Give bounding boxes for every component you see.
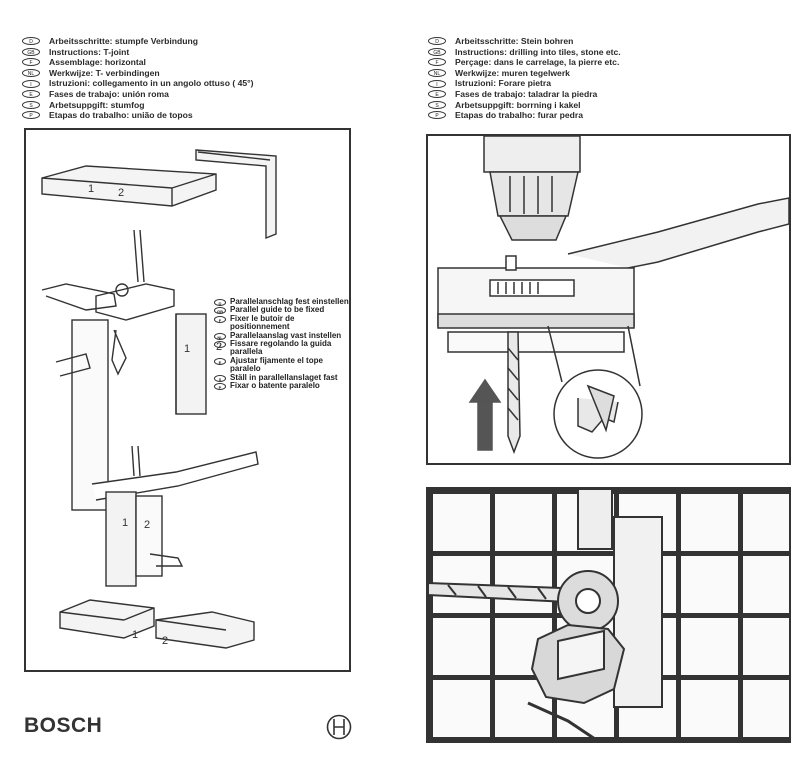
language-code-badge: NL: [214, 332, 226, 340]
brand-wordmark: BOSCH: [24, 714, 103, 737]
instruction-row: P Fixar o batente paralelo: [214, 381, 354, 391]
instruction-text: Instructions: T-joint: [49, 46, 130, 57]
language-code-badge: GB: [428, 47, 446, 56]
instruction-row: I Istruzioni: Forare pietra: [428, 78, 621, 89]
bottom-board-label-1: 1: [132, 629, 138, 641]
instruction-text: Werkwijze: T- verbindingen: [49, 67, 160, 78]
instruction-text: Parallel guide to be fixed: [230, 305, 325, 315]
language-code-badge: P: [214, 383, 226, 391]
language-code-badge: F: [428, 58, 446, 67]
bottom-board-label-2: 2: [162, 635, 168, 647]
language-code-badge: D: [428, 37, 446, 46]
instruction-text: Arbeitsschritte: stumpfe Verbindung: [49, 36, 198, 46]
instruction-text: Arbeitsschritte: Stein bohren: [455, 36, 574, 46]
tile-drilling-illustration: [428, 489, 789, 741]
instruction-text: Fissare regolando la guida parallela: [230, 339, 332, 357]
instruction-row: I Istruzioni: collegamento in un angolo o…: [22, 78, 253, 89]
language-code-badge: GB: [214, 307, 226, 315]
instruction-row: GB Parallel guide to be fixed: [214, 305, 354, 315]
drill-illustration: [437, 136, 789, 459]
instruction-text: Etapas do trabalho: furar pedra: [455, 110, 583, 121]
instruction-text: Fases de trabajo: taladrar la piedra: [455, 88, 598, 99]
t-joint-illustration: 1 2 1 2 1 2 1 2: [41, 149, 277, 649]
language-code-badge: NL: [22, 69, 40, 78]
language-code-badge: E: [428, 90, 446, 99]
drill-illustration-panel: [426, 134, 791, 465]
jig-bottom-label-2: 2: [144, 519, 150, 531]
instruction-row: D Parallelanschlag fest einstellen: [214, 297, 354, 306]
t-joint-illustration-panel: 1 2 1 2 1 2 1 2: [24, 128, 351, 672]
instruction-row: I Fissare regolando la guida parallela: [214, 339, 354, 357]
instruction-text: Arbetsuppgift: borrning i kakel: [455, 99, 581, 110]
instruction-row: S Arbetsuppgift: stumfog: [22, 100, 253, 111]
instruction-text: Perçage: dans le carrelage, la pierre et…: [455, 57, 620, 68]
instruction-text: Etapas do trabalho: união de topos: [49, 110, 193, 121]
instruction-text: Ajustar fijamente el tope paralelo: [230, 355, 323, 374]
language-code-badge: D: [214, 299, 226, 306]
language-code-badge: NL: [428, 69, 446, 78]
board-label-2: 2: [118, 187, 124, 199]
instruction-row: E Fases de trabajo: taladrar la piedra: [428, 89, 621, 100]
instruction-text: Arbetsuppgift: stumfog: [49, 99, 145, 110]
instruction-row: NL Parallelaanslag vast instellen: [214, 330, 354, 340]
instruction-row: E Ajustar fijamente el tope paralelo: [214, 355, 354, 374]
tile-drilling-illustration-panel: [426, 487, 791, 743]
language-code-badge: P: [22, 111, 40, 120]
jig-label-1: 1: [184, 343, 190, 355]
instruction-row: D Arbeitsschritte: Stein bohren: [428, 36, 621, 47]
instruction-row: S Arbetsuppgift: borrning i kakel: [428, 100, 621, 111]
bosch-armature-logo-icon: [326, 714, 352, 740]
language-code-badge: E: [214, 357, 226, 365]
instruction-row: P Etapas do trabalho: união de topos: [22, 110, 253, 121]
instruction-row: D Arbeitsschritte: stumpfe Verbindung: [22, 36, 253, 47]
jig-bottom-label-1: 1: [122, 517, 128, 529]
language-code-badge: S: [22, 100, 40, 109]
instruction-row: F Fixer le butoir de positionnement: [214, 313, 354, 332]
instruction-row: F Assemblage: horizontal: [22, 57, 253, 68]
language-code-badge: D: [22, 37, 40, 46]
language-code-badge: GB: [22, 47, 40, 56]
instruction-row: F Perçage: dans le carrelage, la pierre e…: [428, 57, 621, 68]
instruction-row: P Etapas do trabalho: furar pedra: [428, 110, 621, 121]
language-code-badge: I: [214, 341, 226, 349]
language-code-badge: F: [22, 58, 40, 67]
instruction-text: Parallelaanslag vast instellen: [230, 330, 342, 340]
instruction-row: NL Werkwijze: muren tegelwerk: [428, 68, 621, 79]
language-code-badge: E: [22, 90, 40, 99]
language-code-badge: S: [428, 100, 446, 109]
language-code-badge: I: [428, 79, 446, 88]
instruction-text: Fases de trabajo: unión roma: [49, 88, 169, 99]
instruction-text: Instructions: drilling into tiles, stone…: [455, 46, 621, 57]
language-code-badge: P: [428, 111, 446, 120]
instruction-text: Istruzioni: collegamento in un angolo ot…: [49, 78, 254, 89]
instruction-row: GB Instructions: T-joint: [22, 47, 253, 58]
language-code-badge: I: [22, 79, 40, 88]
instruction-row: S Ställ in parallellanslaget fast: [214, 372, 354, 382]
instruction-text: Parallelanschlag fest einstellen: [230, 297, 349, 306]
language-code-badge: F: [214, 315, 226, 323]
language-code-badge: S: [214, 374, 226, 382]
instruction-row: NL Werkwijze: T- verbindingen: [22, 68, 253, 79]
instruction-text: Werkwijze: muren tegelwerk: [455, 67, 570, 78]
instruction-row: GB Instructions: drilling into tiles, sto…: [428, 47, 621, 58]
instruction-text: Fixer le butoir de positionnement: [230, 313, 295, 332]
instruction-row: E Fases de trabajo: unión roma: [22, 89, 253, 100]
board-label-1: 1: [88, 183, 94, 195]
instruction-text: Fixar o batente paralelo: [230, 381, 320, 391]
instruction-text: Ställ in parallellanslaget fast: [230, 372, 338, 382]
instruction-text: Assemblage: horizontal: [49, 57, 146, 68]
instruction-text: Istruzioni: Forare pietra: [455, 78, 551, 89]
